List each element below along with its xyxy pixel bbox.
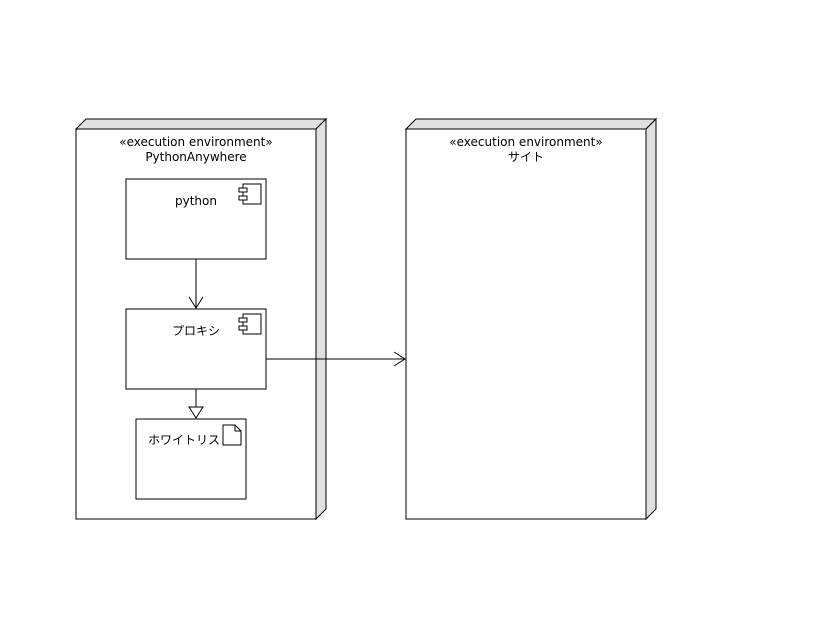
hollow-triangle-arrowhead bbox=[188, 406, 204, 419]
node-site[interactable]: «execution environment» サイト bbox=[404, 117, 658, 521]
node-pythonanywhere-stereotype: «execution environment» bbox=[119, 135, 272, 149]
component-proxy-label: プロキシ bbox=[172, 324, 220, 338]
relation-python-to-proxy[interactable] bbox=[188, 259, 204, 309]
node-site-name: サイト bbox=[508, 150, 544, 164]
component-python[interactable]: python bbox=[125, 178, 267, 260]
component-icon bbox=[238, 183, 262, 205]
component-python-label: python bbox=[175, 194, 217, 208]
node-site-body bbox=[405, 128, 647, 520]
open-arrowhead bbox=[393, 351, 406, 367]
node-site-stereotype: «execution environment» bbox=[449, 135, 602, 149]
relation-proxy-to-site[interactable] bbox=[266, 351, 406, 367]
component-proxy[interactable]: プロキシ bbox=[125, 308, 267, 390]
node-site-side bbox=[645, 117, 657, 521]
node-pythonanywhere-name: PythonAnywhere bbox=[145, 150, 246, 164]
document-icon bbox=[222, 424, 242, 446]
artifact-whitelist-label: ホワイトリスト bbox=[148, 433, 232, 447]
node-pythonanywhere-side bbox=[315, 117, 327, 521]
node-site-top bbox=[404, 118, 658, 130]
node-pythonanywhere-top bbox=[74, 118, 328, 130]
relation-proxy-to-whitelist[interactable] bbox=[188, 389, 204, 419]
open-arrowhead bbox=[188, 296, 204, 309]
component-icon bbox=[238, 313, 262, 335]
artifact-whitelist[interactable]: ホワイトリスト bbox=[135, 418, 247, 500]
